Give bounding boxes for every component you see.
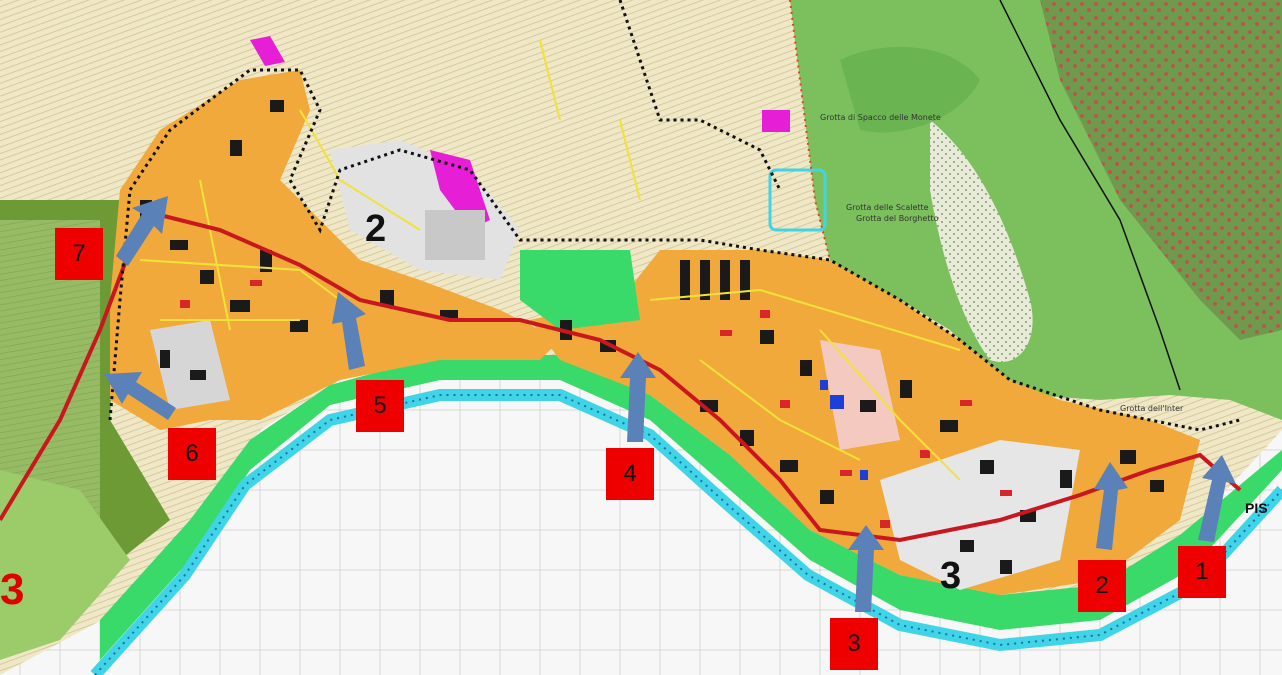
magenta-lot-3 [762,110,790,132]
marker-badge-6[interactable]: 6 [168,428,216,480]
cyan-enclosure [768,168,827,232]
marker-badge-4[interactable]: 4 [606,448,654,500]
hill-boundary [789,0,831,261]
arrow-7 [116,196,168,266]
arrow-5 [332,292,366,370]
olive-grove [1040,0,1282,340]
corner-label-left: 3 [0,565,25,614]
marker-badge-3[interactable]: 3 [830,618,878,670]
marker-badge-1[interactable]: 1 [1178,546,1226,598]
arrow-4 [620,352,656,442]
green-park [520,250,640,330]
marker-badge-5[interactable]: 5 [356,380,404,432]
gray-lots-3 [880,440,1080,590]
buildings [140,100,1164,574]
river-dots [94,394,1282,675]
place-label-grotta-spacco: Grotta di Spacco delle Monete [820,113,941,122]
corner-label-right: PIS [1245,500,1268,516]
rock-area [930,120,1033,362]
gray-lots-west [150,320,230,410]
place-label-grotta-inter: Grotta dell'Inter [1120,404,1184,413]
magenta-lot-2 [250,36,285,66]
black-line [999,0,1181,391]
access-arrows [104,196,1236,612]
zone-label-2: 2 [365,208,387,250]
place-label-grotta-borghetto: Grotta del Borghetto [856,214,939,223]
red-buildings [180,280,1012,528]
gray-building [425,210,485,260]
arrow-3 [848,525,884,612]
left-bottom-green [0,470,130,660]
hill-shading [840,46,980,133]
pink-block [820,340,900,450]
urban-west [110,70,560,430]
zone-label-3: 3 [940,555,962,597]
arrow-2 [1094,462,1128,550]
marker-badge-7[interactable]: 7 [55,228,103,280]
marker-badge-2[interactable]: 2 [1078,560,1126,612]
place-label-grotta-scalette: Grotta delle Scalette [846,203,929,212]
arrow-6 [104,372,176,420]
local-roads [139,39,961,481]
arrow-1 [1198,455,1236,542]
